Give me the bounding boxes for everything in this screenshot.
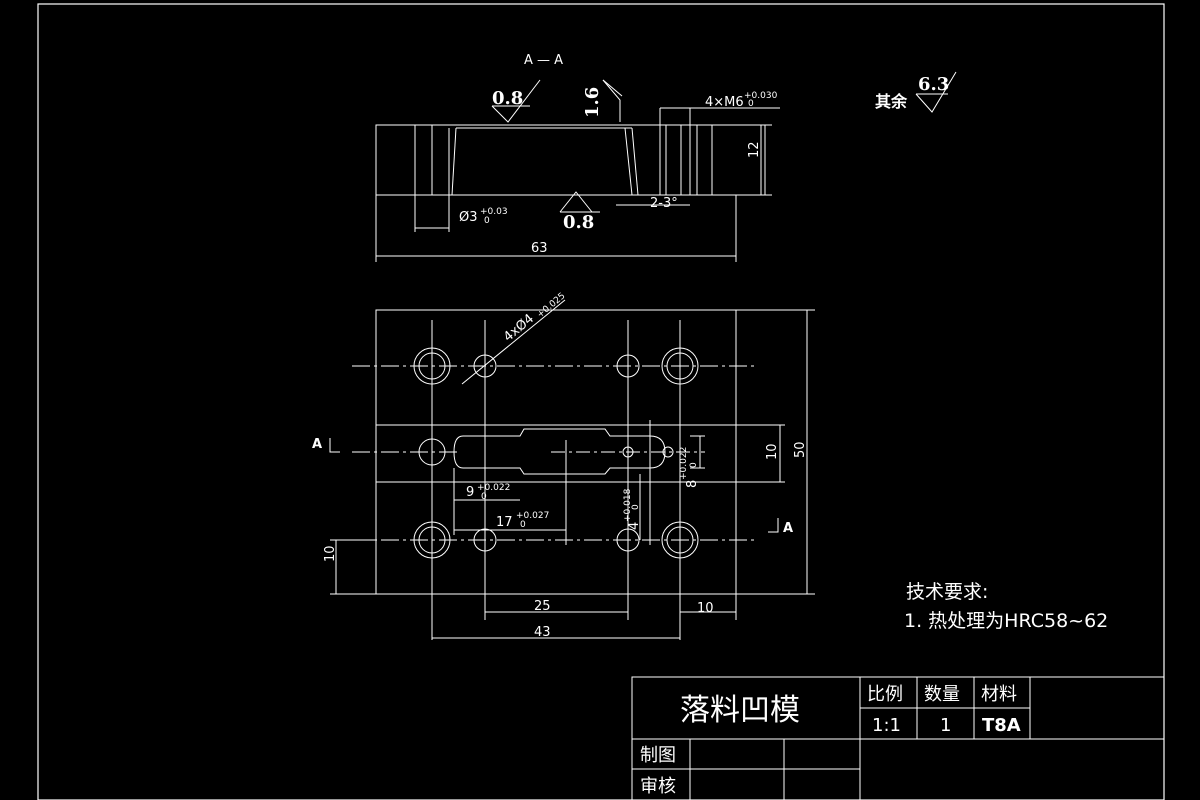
overall-height-50: 50 xyxy=(793,441,808,458)
chamfer-dim: 2-3° xyxy=(650,196,678,211)
section-outline xyxy=(375,124,766,196)
sheet-border xyxy=(37,3,1165,800)
dim-17-tol-lower: 0 xyxy=(520,520,526,530)
roughness-other-value: 6.3 xyxy=(918,74,949,95)
thread-dim: 4×M6 xyxy=(705,95,744,110)
material-value: T8A xyxy=(982,715,1021,736)
material-label: 材料 xyxy=(981,684,1017,705)
dim-9: 9 xyxy=(466,485,474,500)
roughness-top-right: 1.6 xyxy=(582,87,603,118)
title-block xyxy=(631,676,1165,800)
hole-tol-upper: +0.03 xyxy=(480,207,508,217)
hole-tol-lower: 0 xyxy=(484,216,490,226)
tech-item-1: 1. 热处理为HRC58~62 xyxy=(904,610,1108,632)
qty-label: 数量 xyxy=(924,684,960,705)
roughness-bottom: 0.8 xyxy=(563,212,594,233)
thread-tol-lower: 0 xyxy=(748,99,754,109)
section-view-a-a: A — A xyxy=(375,53,780,262)
dim-25: 25 xyxy=(534,599,551,614)
dim-10-right: 10 xyxy=(697,601,714,616)
length-dim-63: 63 xyxy=(531,241,548,256)
qty-value: 1 xyxy=(940,715,951,736)
dim-17: 17 xyxy=(496,515,513,530)
slot-8-tol: +0.022 xyxy=(679,447,689,480)
slot-8-tol-lower: 0 xyxy=(689,462,699,468)
height-dim-12: 12 xyxy=(747,141,762,158)
slot-8-dim: 8 xyxy=(685,480,700,488)
scale-value: 1:1 xyxy=(872,715,901,736)
thread-tol-upper: +0.030 xyxy=(744,91,778,101)
dim-9-tol-lower: 0 xyxy=(481,492,487,502)
roughness-other-symbol xyxy=(915,71,957,113)
checked-label: 审核 xyxy=(640,776,676,797)
section-label: A — A xyxy=(524,53,563,68)
dim-4-tol: +0.018 xyxy=(623,488,633,522)
part-name: 落料凹模 xyxy=(680,693,800,728)
slot-width-10: 10 xyxy=(765,443,780,460)
drawn-label: 制图 xyxy=(640,745,676,766)
dim-4-tol-lower: 0 xyxy=(631,504,641,510)
holes-dim: 4xØ4 xyxy=(501,311,537,345)
dim-10-left: 10 xyxy=(323,545,338,562)
dim-43: 43 xyxy=(534,625,551,640)
dim-9-tol: +0.022 xyxy=(477,483,510,493)
hole-dia-dim: Ø3 xyxy=(459,210,478,225)
roughness-other-label: 其余 xyxy=(875,92,908,111)
scale-label: 比例 xyxy=(867,684,903,705)
dim-17-tol: +0.027 xyxy=(516,511,549,521)
tech-title: 技术要求: xyxy=(906,581,988,603)
dim-4: 4 xyxy=(627,522,642,530)
holes-tol: +0.025 xyxy=(536,291,568,320)
plan-view xyxy=(329,299,815,640)
roughness-top-left: 0.8 xyxy=(492,88,523,109)
cut-label-left: A xyxy=(312,437,322,452)
cut-label-right: A xyxy=(783,521,793,536)
